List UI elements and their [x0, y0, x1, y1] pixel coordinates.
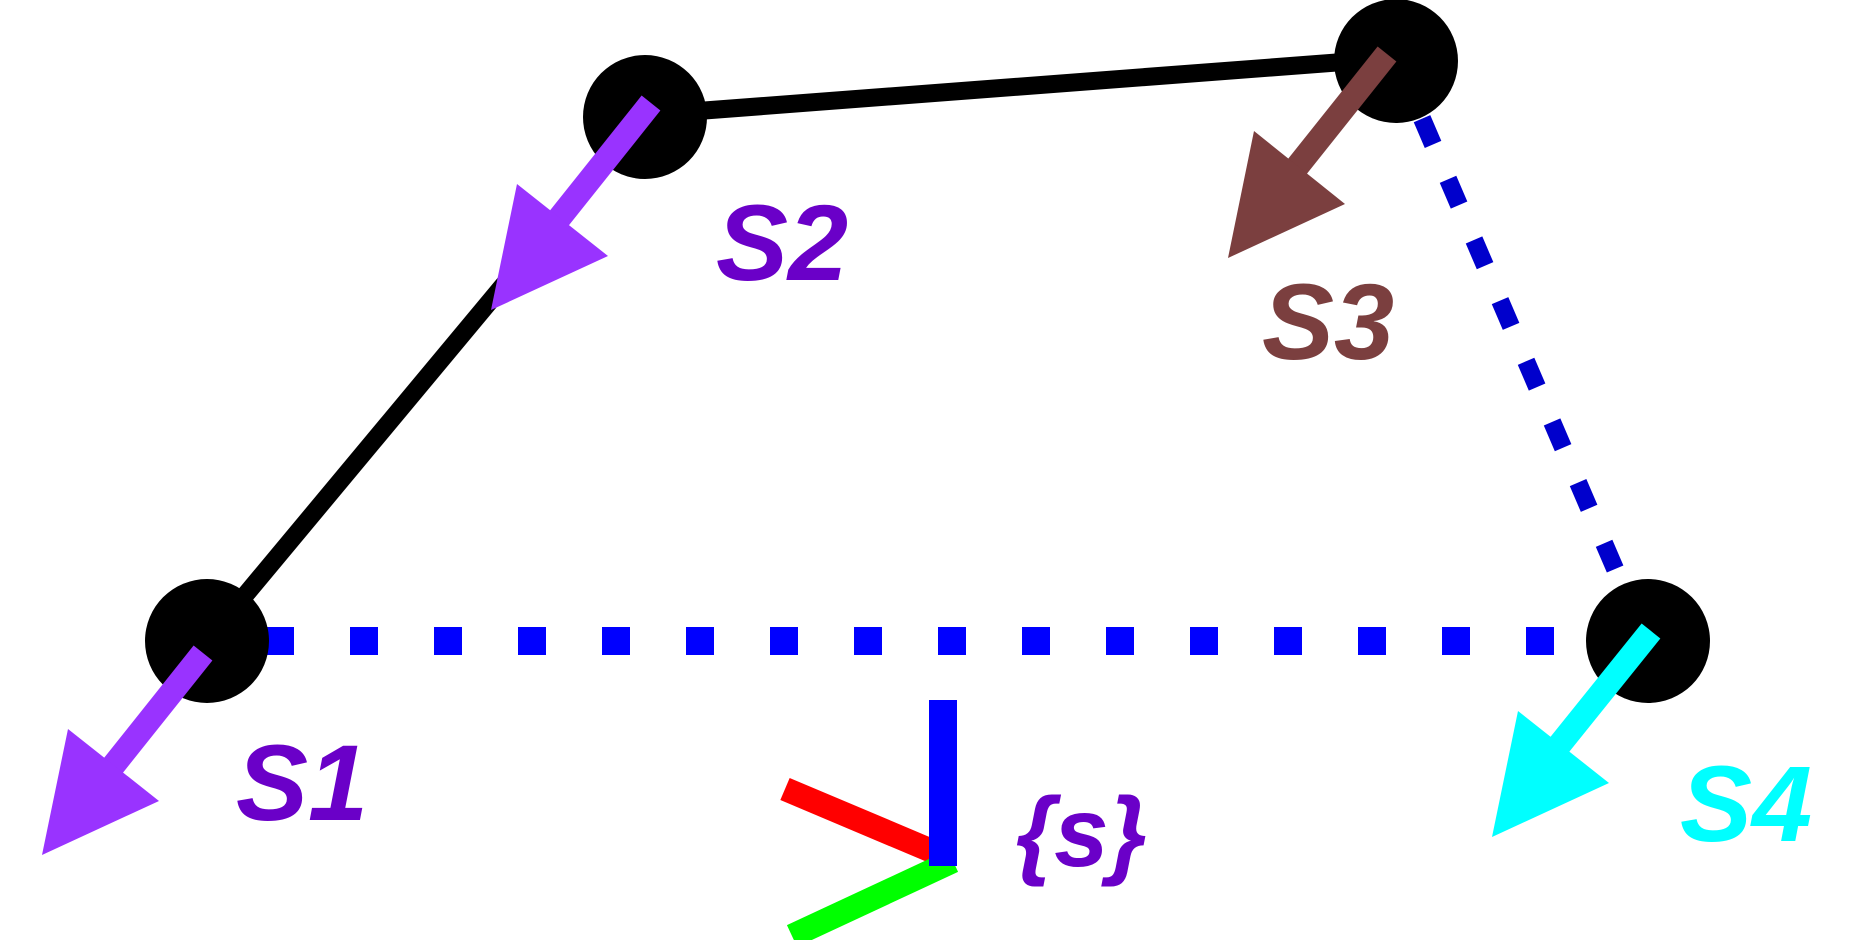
frame-axes	[780, 700, 959, 940]
frame-label: {s}	[1016, 777, 1147, 887]
label-s2: S2	[716, 182, 848, 303]
arrow-s4	[1492, 623, 1661, 837]
frame-axis-y	[786, 850, 959, 940]
arrow-s2	[491, 95, 661, 310]
label-s3: S3	[1262, 261, 1394, 382]
label-s1: S1	[236, 722, 368, 843]
label-s4: S4	[1680, 743, 1812, 864]
link-s2-s3	[644, 49, 1397, 124]
arrow-s1	[42, 645, 213, 855]
frame-axis-x	[780, 777, 944, 866]
arrow-s3	[1228, 46, 1397, 258]
link-s3-s4-dotted	[1387, 54, 1655, 645]
